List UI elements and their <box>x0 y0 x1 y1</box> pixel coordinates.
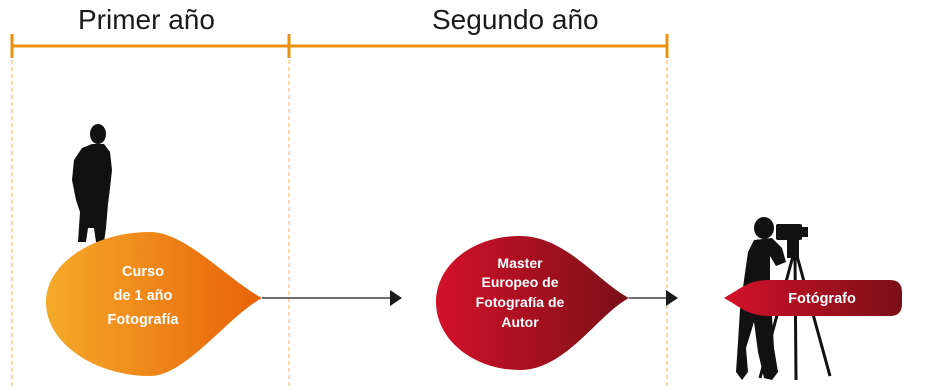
step2-drop <box>436 236 629 370</box>
step1-label-line-2: de 1 año <box>114 288 173 304</box>
step1-label-line-3: Fotografía <box>108 312 180 328</box>
tripod-leg-center <box>793 255 798 381</box>
step1-drop <box>46 232 262 376</box>
camera-body <box>776 224 802 240</box>
camera-lens <box>798 227 808 237</box>
step2-label-line-4: Autor <box>501 314 539 330</box>
photographer-head <box>754 217 774 239</box>
step2-label-line-3: Fotografía de <box>476 294 565 310</box>
person-head <box>90 124 106 144</box>
timeline-bar <box>10 34 669 386</box>
person-body <box>72 144 112 242</box>
connector-2-arrow <box>666 290 678 306</box>
year2-label: Segundo año <box>432 4 599 35</box>
step3-pill <box>724 280 902 316</box>
person-icon <box>72 124 112 242</box>
tripod-head <box>787 238 799 258</box>
connector-1-arrow <box>390 290 402 306</box>
step3-label: Fotógrafo <box>788 291 856 307</box>
connectors <box>262 290 678 306</box>
step1-label-line-1: Curso <box>122 264 164 280</box>
year1-label: Primer año <box>78 4 215 35</box>
step2-label-line-1: Master <box>497 255 543 271</box>
step2-label-line-2: Europeo de <box>481 274 558 290</box>
